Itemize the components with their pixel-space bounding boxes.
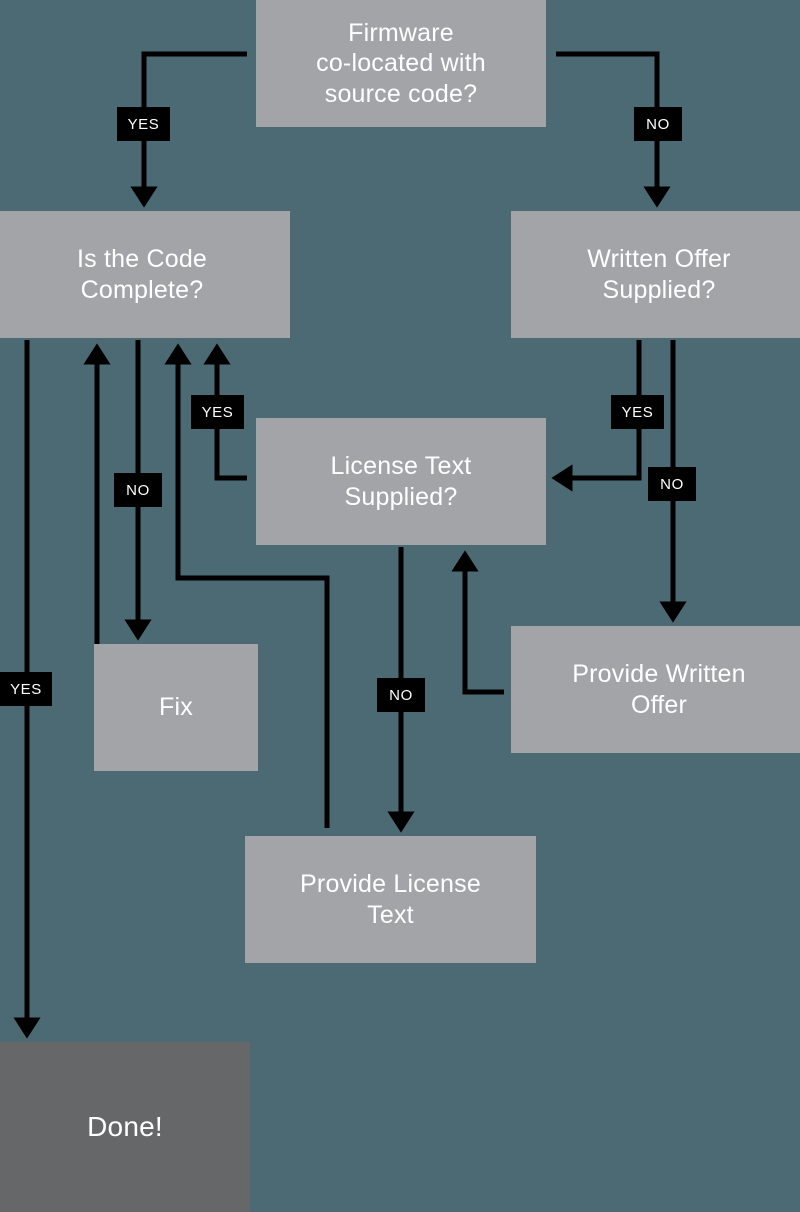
edge-label-firmware-yes: YES (117, 107, 170, 141)
node-label: Provide Written Offer (572, 660, 746, 719)
node-provide-license-text[interactable]: Provide License Text (245, 836, 536, 963)
edge-label-text: NO (126, 481, 150, 499)
node-label: Firmware co-located with source code? (316, 18, 486, 108)
node-license-text-supplied[interactable]: License Text Supplied? (256, 418, 546, 545)
node-fix[interactable]: Fix (94, 644, 258, 771)
arrowhead-code-complete-no-to-fix (124, 619, 152, 641)
arrowhead-provide-written-offer-to-license-text (451, 550, 479, 572)
node-done[interactable]: Done! (0, 1042, 250, 1212)
edge-label-text: YES (127, 115, 160, 133)
arrowhead-firmware-to-code-complete (130, 186, 158, 208)
node-label: Is the Code Complete? (76, 245, 208, 304)
arrowhead-license-text-no-to-provide (387, 811, 415, 833)
arrowhead-license-text-yes-to-code-complete (203, 343, 231, 365)
edge-label-code-complete-no: NO (114, 473, 162, 507)
node-label: License Text Supplied? (330, 452, 472, 511)
node-written-offer-supplied[interactable]: Written Offer Supplied? (511, 211, 800, 338)
edge-label-text: YES (201, 403, 234, 421)
edge-label-text: NO (389, 686, 413, 704)
node-label: Done! (87, 1110, 163, 1142)
arrowhead-fix-back-to-code-complete (83, 343, 111, 365)
arrowhead-code-complete-yes-to-done (13, 1017, 41, 1039)
node-label: Fix (159, 693, 193, 722)
edge-label-done-yes: YES (0, 672, 52, 706)
edge-label-text: NO (660, 475, 684, 493)
arrowhead-provide-license-text-to-code-complete (164, 343, 192, 365)
edge-provide-written-offer-to-license-text (462, 569, 504, 695)
node-provide-written-offer[interactable]: Provide Written Offer (511, 626, 800, 753)
node-firmware-colocated[interactable]: Firmware co-located with source code? (256, 0, 546, 127)
arrowhead-firmware-to-written-offer (643, 186, 671, 208)
edge-label-written-offer-no: NO (648, 467, 696, 501)
node-label: Provide License Text (300, 870, 481, 929)
arrowhead-written-offer-yes-to-license-text (551, 464, 573, 492)
node-label: Written Offer Supplied? (587, 245, 731, 304)
edge-label-firmware-no: NO (634, 107, 682, 141)
edge-label-written-offer-yes: YES (611, 395, 664, 429)
arrowhead-written-offer-no-to-provide (659, 601, 687, 623)
edge-label-license-text-yes: YES (191, 395, 244, 429)
edge-label-license-text-no: NO (377, 678, 425, 712)
edge-label-text: NO (646, 115, 670, 133)
edge-label-text: YES (621, 403, 654, 421)
edge-label-text: YES (10, 680, 42, 698)
node-code-complete[interactable]: Is the Code Complete? (0, 211, 290, 338)
